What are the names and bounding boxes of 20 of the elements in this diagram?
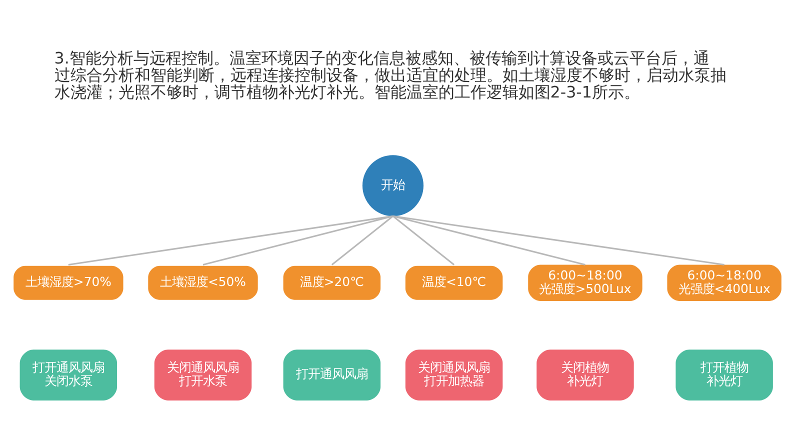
label: 3.智能分析与远程控制。温室环境因子的变化信息被感知、被传输到计算设备或云平台后，通过综合分析和智能判断，远程连接控制设备，做出适宜的处理。如土壤湿度不够时，启动水泵抽水浇灌；光照不够时，调节植物补光灯补光。智能温室的工作逻辑如图2-3-1所示。 <box>54 48 726 102</box>
node-box: 温度>20℃ <box>282 266 380 300</box>
connector <box>392 215 585 266</box>
node-box: 关闭植物补光灯 <box>536 350 634 400</box>
node-box: 关闭通风风扇 打开加热器 <box>404 350 502 400</box>
node-box: 6:00~18:00 光强度>500Lux <box>528 264 642 301</box>
node-box: 土壤湿度>70% <box>13 266 123 300</box>
node-box: 土壤湿度<50% <box>148 266 258 300</box>
connector <box>202 215 393 266</box>
connector <box>330 216 393 266</box>
node-box: 打开植物补光灯 <box>675 350 772 400</box>
node-box: 打开通风风扇 <box>282 350 380 400</box>
connector <box>392 216 454 266</box>
connector <box>68 215 393 266</box>
node-box: 关闭通风风扇 打开水泵 <box>154 350 252 400</box>
connector <box>392 215 724 266</box>
node-circle: 开始 <box>362 155 423 216</box>
node-box: 打开通风风扇 关闭水泵 <box>19 350 117 400</box>
node-box: 温度<10℃ <box>404 266 502 300</box>
node-box: 6:00~18:00 光强度<400Lux <box>666 264 781 301</box>
